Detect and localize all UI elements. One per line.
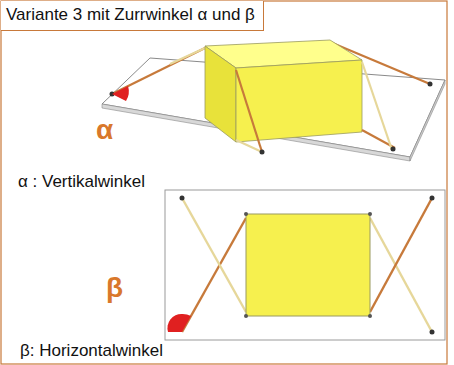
horizontal-angle-view	[165, 190, 445, 340]
title: Variante 3 mit Zurrwinkel α und β	[1, 1, 264, 31]
vertical-angle-view	[102, 40, 445, 161]
angle-symbol: β	[106, 272, 123, 304]
angle-marker	[167, 314, 182, 332]
outer-frame	[1, 1, 447, 364]
angle-symbol: α	[96, 114, 113, 146]
angle-caption: α : Vertikalwinkel	[18, 172, 145, 192]
angle-caption: β: Horizontalwinkel	[20, 341, 163, 361]
angle-marker	[112, 86, 129, 101]
